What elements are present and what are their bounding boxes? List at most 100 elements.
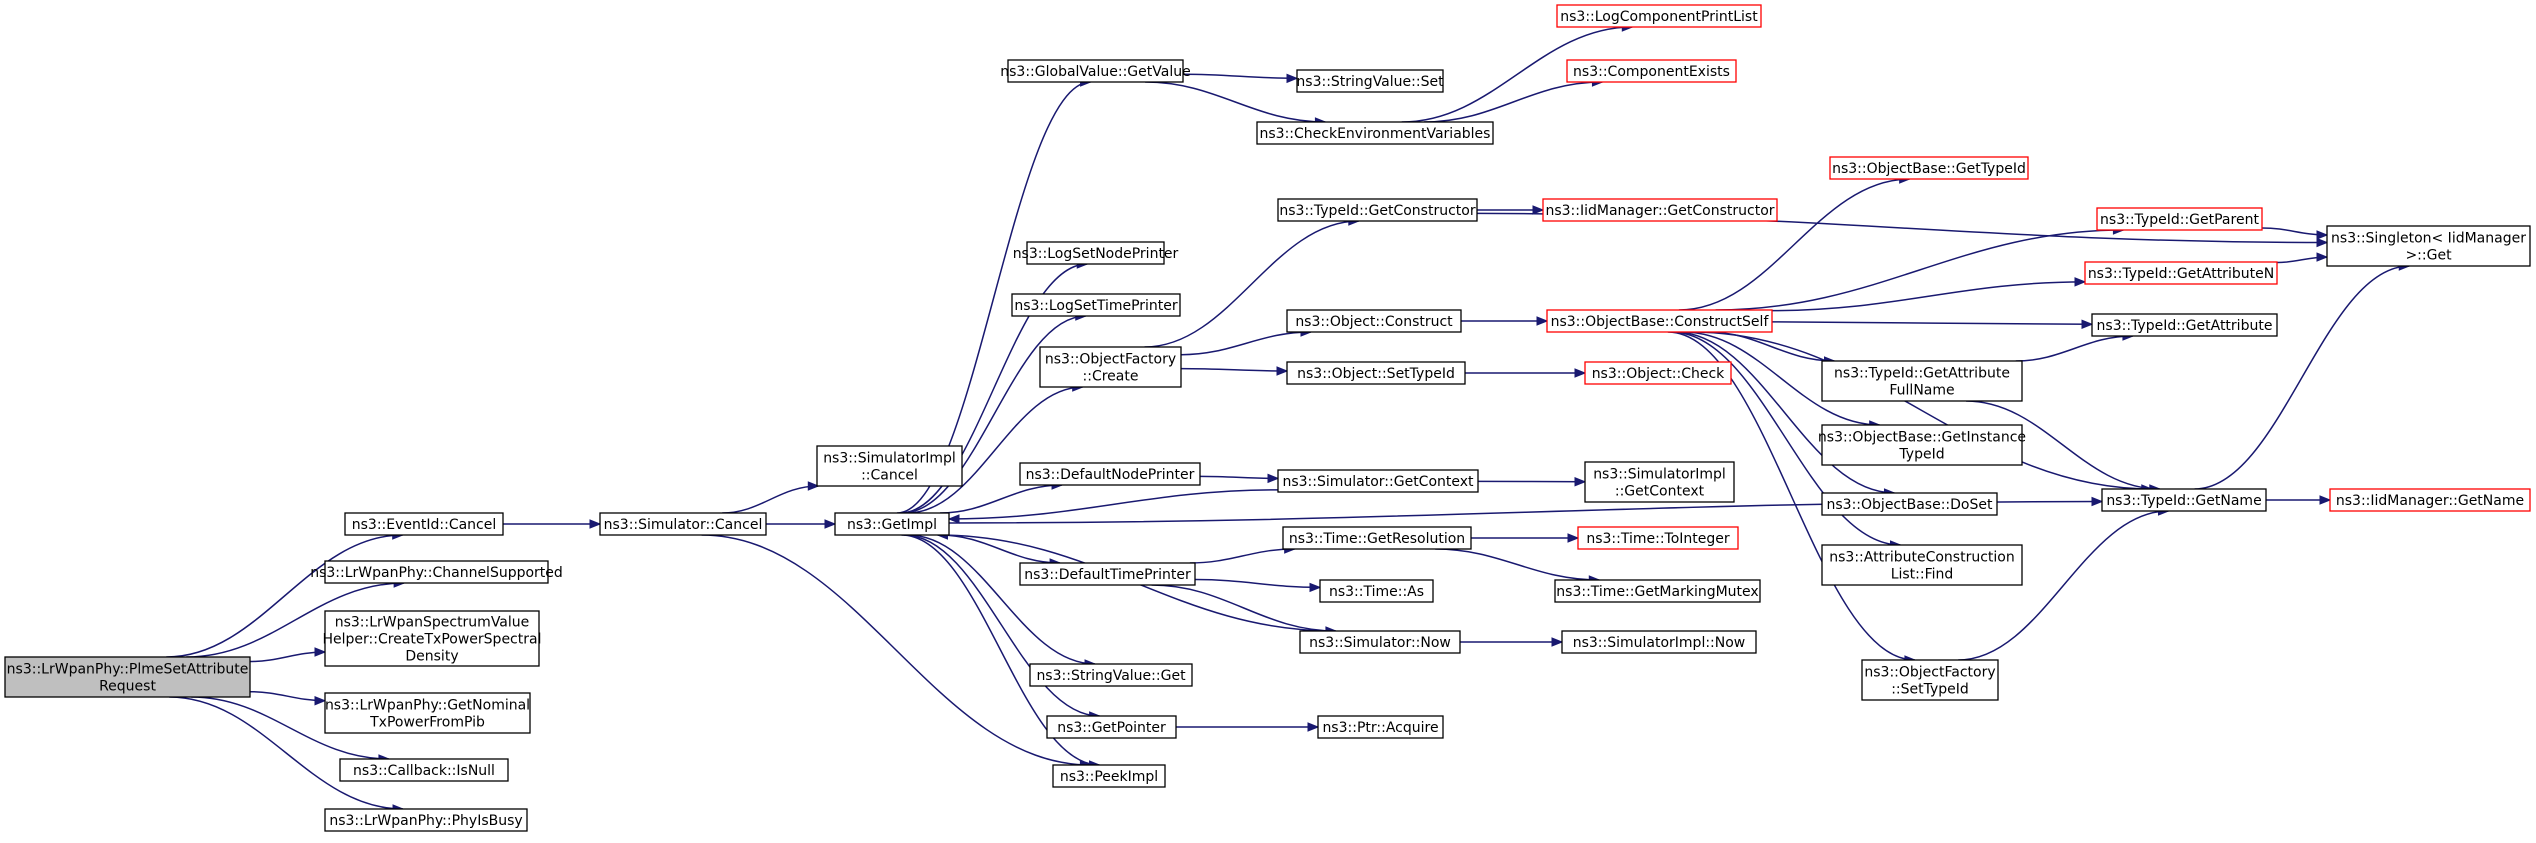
node-label: List::Find bbox=[1891, 567, 1954, 583]
node-label: ns3::ObjectBase::DoSet bbox=[1827, 497, 1993, 513]
node-objectfactory-create[interactable]: ns3::ObjectFactory::Create bbox=[1039, 346, 1182, 388]
node-simimpl-now[interactable]: ns3::SimulatorImpl::Now bbox=[1561, 630, 1757, 654]
edge-objectbase_constructself-to-objectfactory_settypeid bbox=[1667, 331, 1915, 661]
node-checkenv[interactable]: ns3::CheckEnvironmentVariables bbox=[1256, 121, 1494, 145]
node-label: ns3::Object::Check bbox=[1592, 366, 1725, 382]
node-logcomponentprintlist[interactable]: ns3::LogComponentPrintList bbox=[1556, 4, 1762, 28]
node-peekimpl[interactable]: ns3::PeekImpl bbox=[1052, 764, 1166, 788]
node-singleton-get[interactable]: ns3::Singleton< IidManager>::Get bbox=[2326, 225, 2531, 267]
node-box bbox=[1019, 562, 1196, 586]
node-object-settypeid[interactable]: ns3::Object::SetTypeId bbox=[1286, 361, 1466, 385]
edge-simulator_getcontext-to-getimpl bbox=[948, 489, 1279, 520]
node-label: >::Get bbox=[2405, 248, 2452, 264]
node-label: ns3::ObjectBase::ConstructSelf bbox=[1551, 314, 1770, 330]
node-logsettimeprinter[interactable]: ns3::LogSetTimePrinter bbox=[1011, 293, 1181, 317]
node-simulator-cancel[interactable]: ns3::Simulator::Cancel bbox=[599, 512, 767, 536]
node-box bbox=[1052, 764, 1166, 788]
edge-root-to-eventid_cancel bbox=[166, 534, 403, 658]
call-nodes: ns3::LrWpanPhy::PlmeSetAttributeRequestn… bbox=[4, 4, 2531, 832]
node-box bbox=[4, 656, 251, 698]
node-simulator-getcontext[interactable]: ns3::Simulator::GetContext bbox=[1277, 469, 1479, 493]
arrowhead-globalvalue_getvalue-to-stringvalue_set bbox=[1286, 73, 1299, 84]
node-globalvalue-getvalue[interactable]: ns3::GlobalValue::GetValue bbox=[1000, 59, 1191, 83]
node-time-getmarkingmutex[interactable]: ns3::Time::GetMarkingMutex bbox=[1554, 579, 1761, 603]
node-getimpl[interactable]: ns3::GetImpl bbox=[834, 512, 950, 536]
node-create-txpsd[interactable]: ns3::LrWpanSpectrumValueHelper::CreateTx… bbox=[323, 610, 542, 667]
node-typeid-getattribute[interactable]: ns3::TypeId::GetAttribute bbox=[2091, 313, 2278, 337]
node-iidmanager-getname[interactable]: ns3::IidManager::GetName bbox=[2329, 488, 2531, 512]
node-label: ns3::LrWpanPhy::PlmeSetAttribute bbox=[7, 662, 249, 678]
node-simimpl-cancel[interactable]: ns3::SimulatorImpl::Cancel bbox=[816, 445, 963, 487]
node-label: ns3::GlobalValue::GetValue bbox=[1000, 64, 1190, 80]
node-iidmanager-getconstructor[interactable]: ns3::IidManager::GetConstructor bbox=[1542, 198, 1778, 222]
node-box bbox=[1256, 121, 1494, 145]
edge-objectbase_constructself-to-typeid_getparent bbox=[1715, 229, 2124, 311]
node-time-tointeger[interactable]: ns3::Time::ToInteger bbox=[1577, 526, 1739, 550]
node-typeid-getparent[interactable]: ns3::TypeId::GetParent bbox=[2096, 207, 2263, 231]
node-phy-isbusy[interactable]: ns3::LrWpanPhy::PhyIsBusy bbox=[324, 808, 528, 832]
node-getpointer[interactable]: ns3::GetPointer bbox=[1046, 715, 1177, 739]
node-label: ns3::TypeId::GetParent bbox=[2100, 212, 2259, 228]
node-box bbox=[324, 692, 531, 734]
node-object-check[interactable]: ns3::Object::Check bbox=[1584, 361, 1732, 385]
node-label: ns3::StringValue::Get bbox=[1036, 668, 1186, 684]
node-label: ::Cancel bbox=[861, 468, 918, 484]
node-label: ns3::ObjectBase::GetInstance bbox=[1818, 430, 2026, 446]
edge-getimpl-to-peekimpl bbox=[901, 534, 1100, 766]
node-stringvalue-set[interactable]: ns3::StringValue::Set bbox=[1296, 69, 1444, 93]
arrowhead-typeid_getconstructor-to-singleton_get bbox=[2316, 237, 2329, 248]
node-channel-supported[interactable]: ns3::LrWpanPhy::ChannelSupported bbox=[310, 560, 563, 584]
node-box bbox=[1046, 715, 1177, 739]
node-componentexists[interactable]: ns3::ComponentExists bbox=[1566, 59, 1737, 83]
node-label: ns3::TypeId::GetName bbox=[2106, 493, 2261, 509]
node-callback-isnull[interactable]: ns3::Callback::IsNull bbox=[339, 758, 509, 782]
node-box bbox=[1319, 579, 1434, 603]
node-label: ns3::DefaultNodePrinter bbox=[1026, 467, 1195, 483]
node-label: ns3::Singleton< IidManager bbox=[2331, 231, 2526, 247]
arrowhead-defaultnodeprinter-to-simulator_getcontext bbox=[1267, 473, 1280, 484]
node-defaultnodeprinter[interactable]: ns3::DefaultNodePrinter bbox=[1019, 462, 1201, 486]
node-stringvalue-get[interactable]: ns3::StringValue::Get bbox=[1029, 663, 1193, 687]
arrowhead-typeid_getparent-to-singleton_get bbox=[2316, 230, 2329, 240]
node-box bbox=[1317, 715, 1444, 739]
node-objectbase-constructself[interactable]: ns3::ObjectBase::ConstructSelf bbox=[1546, 309, 1773, 333]
node-typeid-getconstructor[interactable]: ns3::TypeId::GetConstructor bbox=[1277, 198, 1478, 222]
node-objectfactory-settypeid[interactable]: ns3::ObjectFactory::SetTypeId bbox=[1861, 659, 1999, 701]
node-object-construct[interactable]: ns3::Object::Construct bbox=[1286, 309, 1462, 333]
node-box bbox=[324, 560, 549, 584]
node-box bbox=[1577, 526, 1739, 550]
edge-getimpl-to-logsettimeprinter bbox=[902, 315, 1086, 514]
node-objectbase-gettypeid[interactable]: ns3::ObjectBase::GetTypeId bbox=[1829, 156, 2029, 180]
node-defaulttimeprinter[interactable]: ns3::DefaultTimePrinter bbox=[1019, 562, 1196, 586]
node-time-as[interactable]: ns3::Time::As bbox=[1319, 579, 1434, 603]
arrowhead-object_settypeid-to-object_check bbox=[1574, 368, 1587, 378]
node-label: Request bbox=[99, 679, 156, 695]
node-simulator-now[interactable]: ns3::Simulator::Now bbox=[1299, 630, 1461, 654]
node-label: ns3::Time::ToInteger bbox=[1586, 531, 1730, 547]
node-objectbase-doset[interactable]: ns3::ObjectBase::DoSet bbox=[1821, 492, 1998, 516]
edge-objectbase_constructself-to-typeid_getname bbox=[1691, 331, 2152, 490]
arrowhead-time_getresolution-to-time_tointeger bbox=[1567, 533, 1580, 543]
node-time-getresolution[interactable]: ns3::Time::GetResolution bbox=[1282, 526, 1472, 550]
arrowhead-simulator_getcontext-to-simimpl_getcontext bbox=[1574, 476, 1587, 487]
node-label: ns3::GetImpl bbox=[847, 517, 937, 533]
edge-getimpl-to-stringvalue_get bbox=[907, 534, 1096, 665]
node-box bbox=[1861, 659, 1999, 701]
node-simimpl-getcontext[interactable]: ns3::SimulatorImpl::GetContext bbox=[1584, 461, 1735, 503]
node-box bbox=[1829, 156, 2029, 180]
node-typeid-getattributen[interactable]: ns3::TypeId::GetAttributeN bbox=[2084, 261, 2278, 285]
node-typeid-getname[interactable]: ns3::TypeId::GetName bbox=[2101, 488, 2267, 512]
node-box bbox=[2326, 225, 2531, 267]
arrowhead-objectbase_constructself-to-typeid_getattribute bbox=[2081, 319, 2094, 330]
edge-simulator_cancel-to-simimpl_cancel bbox=[722, 485, 819, 514]
edge-objectfactory_create-to-object_construct bbox=[1180, 331, 1311, 356]
node-eventid-cancel[interactable]: ns3::EventId::Cancel bbox=[344, 512, 504, 536]
node-ptr-acquire[interactable]: ns3::Ptr::Acquire bbox=[1317, 715, 1444, 739]
node-logsetnodeprinter[interactable]: ns3::LogSetNodePrinter bbox=[1013, 241, 1179, 265]
node-label: Density bbox=[405, 649, 458, 665]
